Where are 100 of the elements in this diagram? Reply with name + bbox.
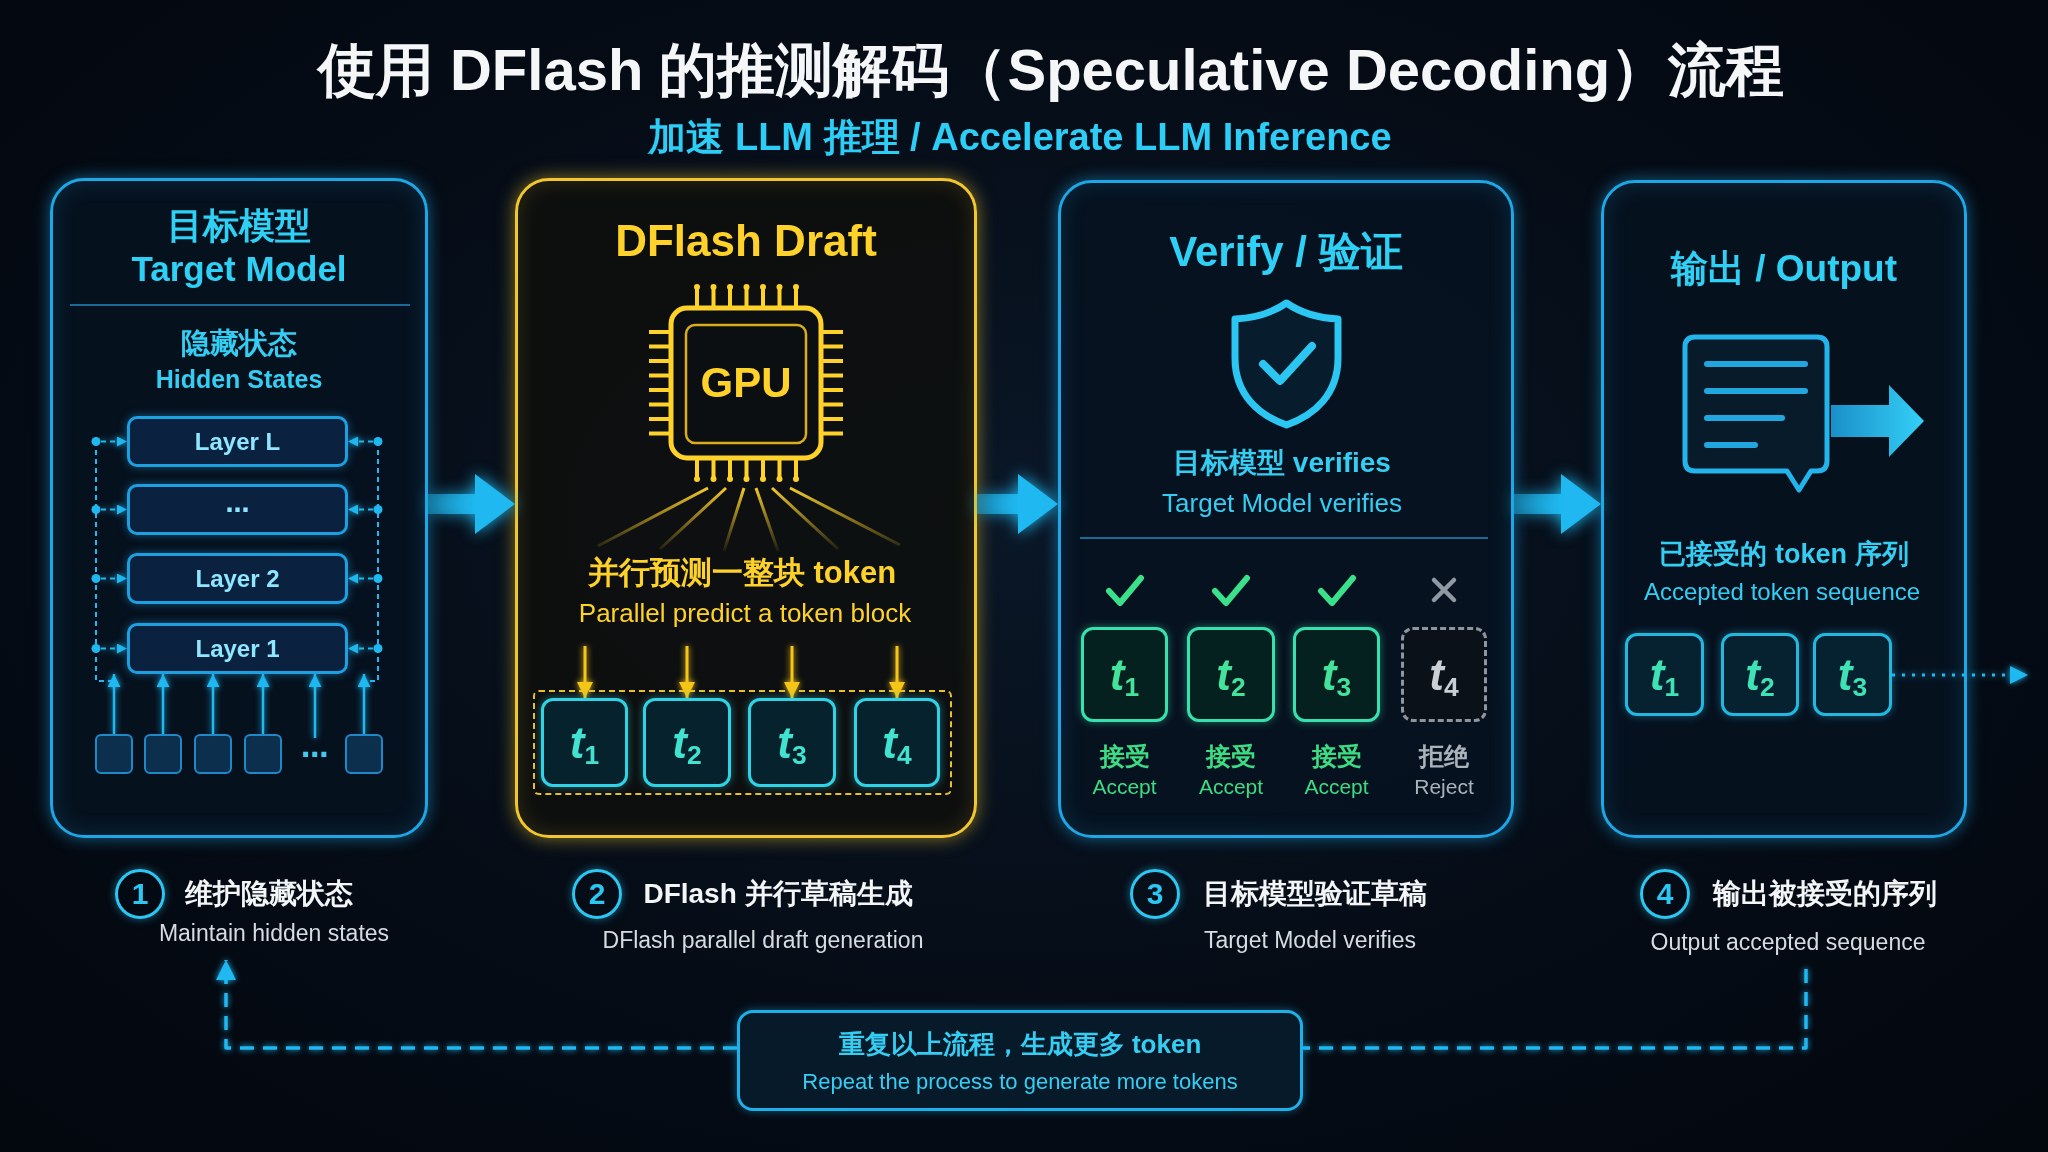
token-label: t$_{1}$ — [569, 717, 600, 768]
token-tile — [1813, 633, 1892, 716]
token-tile — [643, 698, 731, 787]
dashed-arrow — [216, 960, 737, 1050]
panel-title: 输出 / Output — [1670, 248, 1898, 290]
step-description: DFlash parallel draft generation — [602, 928, 924, 954]
dashed-arrow — [347, 573, 374, 584]
status-label: Reject — [1414, 775, 1474, 799]
description-text: Target Model verifies — [1162, 489, 1402, 519]
token-tile — [748, 698, 836, 787]
token-tile — [854, 698, 940, 787]
layer-box — [127, 623, 348, 674]
dashed-arrow — [100, 436, 128, 447]
status-label: 接受 — [1311, 742, 1362, 770]
panel-card — [515, 178, 977, 838]
token-tile — [1081, 627, 1168, 722]
note-text: Repeat the process to generate more tokens — [802, 1069, 1238, 1095]
dashed-arrow — [347, 504, 374, 515]
token-tile — [541, 698, 628, 787]
token-label: t$_{4}$ — [1429, 649, 1459, 700]
panel-card — [1058, 180, 1514, 838]
dashed-arrow — [347, 436, 374, 447]
status-label: Accept — [1092, 775, 1157, 799]
arrow — [577, 646, 593, 698]
token-label: t$_{1}$ — [1109, 649, 1140, 700]
layer-box — [127, 484, 348, 535]
subtitle: 加速 LLM 推理 / Accelerate LLM Inference — [648, 115, 1392, 159]
input-square — [345, 734, 383, 774]
token-label: t$_{2}$ — [1216, 649, 1246, 700]
token-label: t$_{3}$ — [1837, 649, 1868, 700]
arrow — [889, 646, 905, 698]
panel-title: Verify / 验证 — [1169, 228, 1403, 276]
dashed-arrow — [347, 643, 374, 654]
arrow — [107, 674, 121, 734]
step-number: 2 — [572, 869, 622, 919]
description-text: 目标模型 verifies — [1173, 447, 1391, 479]
dashed-frame — [533, 690, 952, 795]
token-label: t$_{4}$ — [882, 717, 912, 768]
step-title: DFlash 并行草稿生成 — [643, 878, 913, 910]
layer-label: Layer 2 — [195, 565, 280, 592]
panel-card — [1601, 180, 1967, 838]
step-description: Output accepted sequence — [1650, 930, 1926, 956]
token-label: t$_{2}$ — [672, 717, 702, 768]
panel-title: Target Model — [131, 249, 347, 289]
step-description: Maintain hidden states — [158, 921, 390, 947]
layer-label: Layer 1 — [195, 635, 280, 662]
block-arrow — [428, 474, 515, 534]
block-arrow — [1514, 474, 1601, 534]
status-label: 拒绝 — [1419, 742, 1469, 770]
panel-title: 目标模型 — [167, 205, 311, 247]
title: 使用 DFlash 的推测解码（Speculative Decoding）流程 — [317, 37, 1785, 103]
note-box — [737, 1010, 1303, 1111]
token-label: t$_{3}$ — [1321, 649, 1352, 700]
dashed-arrow — [100, 504, 128, 515]
section-title: Hidden States — [155, 365, 323, 393]
arrow — [156, 674, 170, 734]
panel-title: DFlash Draft — [615, 216, 877, 266]
step-number: 1 — [115, 869, 165, 919]
token-label: t$_{1}$ — [1649, 649, 1680, 700]
block-arrow — [977, 474, 1058, 534]
dashed-arrow — [1892, 666, 2028, 684]
token-tile — [1401, 627, 1487, 722]
step-number: 4 — [1640, 869, 1690, 919]
panel-card — [50, 178, 428, 838]
token-label: t$_{3}$ — [777, 717, 807, 768]
note-text: 重复以上流程，生成更多 token — [838, 1030, 1202, 1060]
step-title: 输出被接受的序列 — [1713, 878, 1937, 910]
arrow — [206, 674, 220, 734]
arrow — [784, 646, 800, 698]
input-square — [194, 734, 232, 774]
step-number: 3 — [1130, 869, 1180, 919]
arrow — [679, 646, 695, 698]
section-title: 隐藏状态 — [181, 326, 297, 360]
arrow — [357, 674, 371, 734]
chip-label: GPU — [700, 359, 792, 407]
token-tile — [1625, 633, 1704, 716]
token-label: t$_{2}$ — [1745, 649, 1775, 700]
input-square — [95, 734, 133, 774]
description-text: 并行预测一整块 token — [587, 555, 897, 591]
step-title: 目标模型验证草稿 — [1203, 878, 1427, 910]
ellipsis-text: ⋯ — [301, 739, 329, 771]
input-square — [144, 734, 182, 774]
dashed-arrow — [100, 573, 128, 584]
status-label: Accept — [1198, 775, 1264, 799]
arrow — [256, 674, 270, 734]
dashed-arrow — [100, 643, 128, 654]
layer-label: Layer L — [194, 428, 281, 455]
status-label: Accept — [1304, 775, 1369, 799]
step-description: Target Model verifies — [1203, 928, 1417, 954]
layer-box — [127, 553, 348, 604]
description-text: 已接受的 token 序列 — [1659, 538, 1909, 570]
layer-label: ⋯ — [225, 496, 250, 523]
description-text: Accepted token sequence — [1643, 578, 1921, 606]
token-tile — [1293, 627, 1380, 722]
layer-box — [127, 416, 348, 467]
arrow — [308, 674, 322, 738]
input-square — [244, 734, 282, 774]
token-tile — [1721, 633, 1799, 716]
status-label: 接受 — [1099, 742, 1150, 770]
step-title: 维护隐藏状态 — [185, 878, 353, 910]
